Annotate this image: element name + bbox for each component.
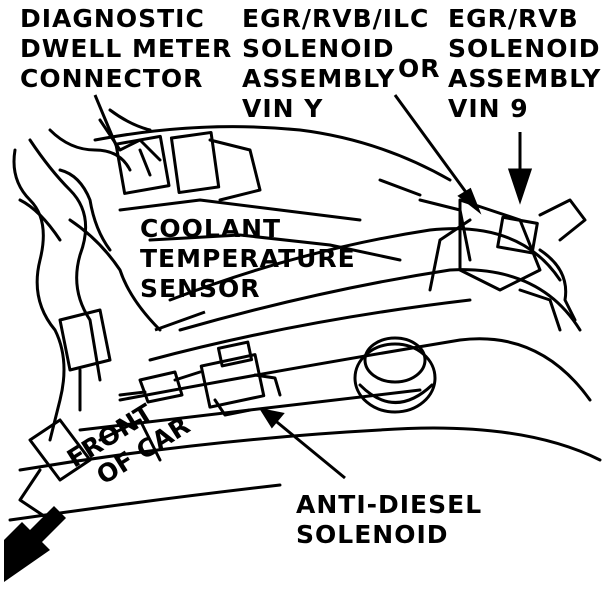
label-line: SOLENOID	[242, 34, 395, 63]
label-line: ANTI-DIESEL	[296, 490, 483, 519]
label-egr-rvb-ilc-solenoid: EGR/RVB/ILC SOLENOID ASSEMBLY VIN Y	[242, 4, 429, 124]
label-line: DWELL METER	[20, 34, 233, 63]
arrow-down-left-icon	[4, 506, 66, 582]
label-line: CONNECTOR	[20, 64, 204, 93]
label-anti-diesel-solenoid: ANTI-DIESEL SOLENOID	[296, 490, 482, 550]
label-line: VIN 9	[448, 94, 529, 123]
label-line: SOLENOID	[448, 34, 601, 63]
label-line: EGR/RVB	[448, 4, 579, 33]
label-line: DIAGNOSTIC	[20, 4, 205, 33]
label-line: EGR/RVB/ILC	[242, 4, 430, 33]
label-line: SENSOR	[140, 274, 261, 303]
label-line: VIN Y	[242, 94, 324, 123]
label-or: OR	[398, 54, 441, 83]
leader-lines	[93, 94, 533, 480]
label-line: COOLANT	[140, 214, 282, 243]
label-egr-rvb-solenoid: EGR/RVB SOLENOID ASSEMBLY VIN 9	[448, 4, 601, 124]
label-diagnostic-connector: DIAGNOSTIC DWELL METER CONNECTOR	[20, 4, 232, 94]
label-line: TEMPERATURE	[140, 244, 356, 273]
label-line: ASSEMBLY	[242, 64, 396, 93]
label-coolant-temperature-sensor: COOLANT TEMPERATURE SENSOR	[140, 214, 356, 304]
label-line: SOLENOID	[296, 520, 449, 549]
label-line: ASSEMBLY	[448, 64, 602, 93]
